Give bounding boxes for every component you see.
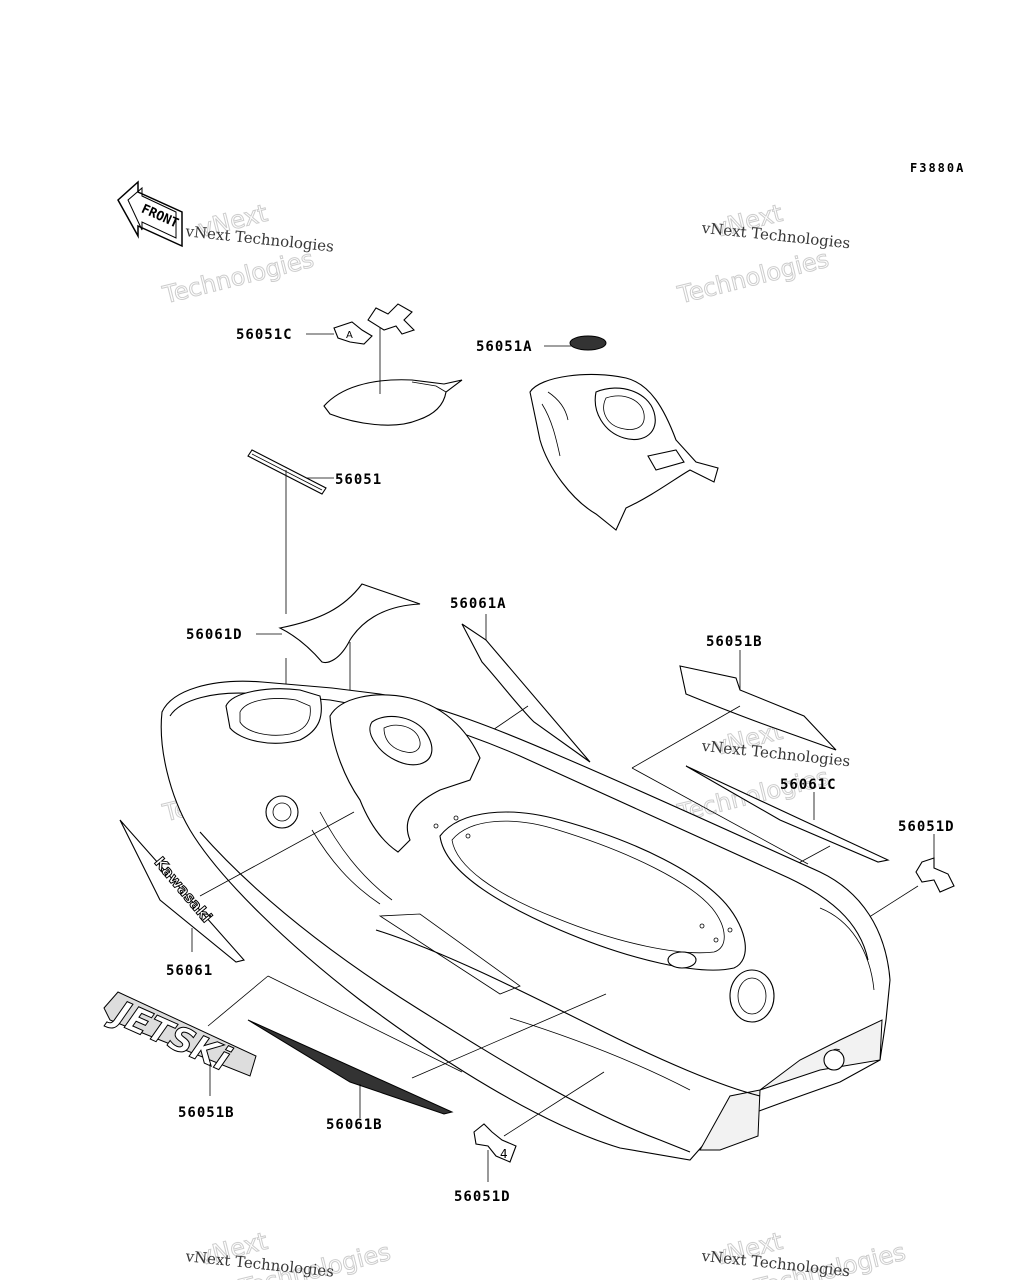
svg-text:Technologies: Technologies [674, 245, 831, 310]
callout-56051d-right: 56051D [898, 819, 955, 835]
emblem-56051a [569, 335, 607, 351]
watermark-top-left: vNext Technologies vNext Technologies [159, 198, 335, 310]
leader-56061b-b [411, 993, 607, 1079]
watermark-bottom-right: vNext Technologies vNext Technologies [700, 1226, 909, 1280]
svg-text:A: A [346, 330, 353, 341]
callout-56051d-bottom: 56051D [454, 1189, 511, 1205]
callout-56051b-top: 56051B [706, 634, 763, 650]
svg-text:4: 4 [500, 1147, 508, 1161]
callout-56051: 56051 [335, 472, 382, 488]
leader-56061-b [199, 811, 355, 897]
emblem-56051d-right [915, 857, 955, 893]
watermark-bottom-left: vNext Technologies vNext Technologies [184, 1226, 394, 1280]
glove-box-lid [323, 379, 463, 426]
front-arrow-icon: FRONT [117, 180, 183, 248]
seat [529, 373, 719, 531]
callout-56051a: 56051A [476, 339, 533, 355]
emblem-56051c: A [333, 303, 416, 345]
callout-56051c: 56051C [236, 327, 293, 343]
svg-text:Technologies: Technologies [159, 245, 316, 310]
callout-56061c: 56061C [780, 777, 837, 793]
decal-56061c [685, 765, 890, 863]
leader-56051d-bottom-b [503, 1071, 605, 1137]
hull [160, 680, 891, 1161]
decal-56051b-right [679, 665, 837, 751]
callout-56061b: 56061B [326, 1117, 383, 1133]
figure-code: F3880A [910, 161, 965, 175]
leader-56051b-left-b [207, 975, 269, 1027]
leader-56051b-left-c [267, 975, 463, 1073]
emblem-56051d-bottom: 4 [473, 1123, 517, 1163]
callout-56061d: 56061D [186, 627, 243, 643]
watermark-mid-right: vNext Technologies vNext Technologies [674, 716, 851, 828]
leader-56051b-right-c [631, 767, 809, 865]
decal-56051b-jetski: JETSKi [102, 991, 257, 1081]
strip-decal-56051 [247, 449, 327, 495]
jetski-text: JETSKi [103, 991, 237, 1080]
watermark-top-right: vNext Technologies vNext Technologies [674, 198, 851, 310]
decal-56061d [278, 583, 421, 663]
callout-56051b-left: 56051B [178, 1105, 235, 1121]
callout-56061: 56061 [166, 963, 213, 979]
decal-56061a [461, 623, 591, 763]
callout-56061a: 56061A [450, 596, 507, 612]
decal-56061b [247, 1019, 454, 1115]
leader-56051b-right-b [631, 705, 741, 769]
